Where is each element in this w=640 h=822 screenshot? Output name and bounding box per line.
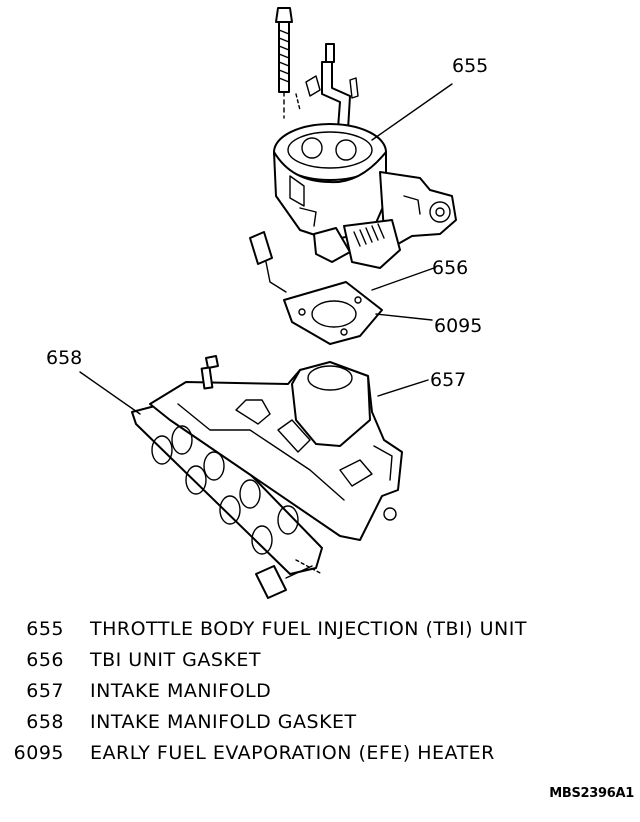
callout-657: 657 <box>430 369 466 391</box>
part-number: 6095 <box>13 742 64 764</box>
legend-row: 656 TBI UNIT GASKET <box>0 649 640 680</box>
efe-heater-connector <box>249 231 287 293</box>
part-number: 658 <box>26 711 64 733</box>
tbi-mounting-bolt <box>275 7 293 119</box>
callout-656: 656 <box>432 257 468 279</box>
leader-lines <box>79 83 453 415</box>
parts-legend: 655 THROTTLE BODY FUEL INJECTION (TBI) U… <box>0 618 640 773</box>
legend-row: 6095 EARLY FUEL EVAPORATION (EFE) HEATER <box>0 742 640 773</box>
exploded-parts-diagram: 655 656 6095 657 658 <box>46 7 488 599</box>
intake-manifold <box>149 361 403 541</box>
legend-row: 658 INTAKE MANIFOLD GASKET <box>0 711 640 742</box>
part-description: INTAKE MANIFOLD <box>90 680 272 702</box>
legend-row: 655 THROTTLE BODY FUEL INJECTION (TBI) U… <box>0 618 640 649</box>
callout-658: 658 <box>46 347 82 369</box>
throttle-bracket <box>295 43 359 131</box>
part-description: THROTTLE BODY FUEL INJECTION (TBI) UNIT <box>90 618 527 640</box>
part-description: INTAKE MANIFOLD GASKET <box>90 711 357 733</box>
manifold-stud <box>255 559 323 599</box>
part-description: TBI UNIT GASKET <box>90 649 262 671</box>
legend-row: 657 INTAKE MANIFOLD <box>0 680 640 711</box>
part-number: 657 <box>26 680 64 702</box>
callout-655: 655 <box>452 55 488 77</box>
tbi-unit-gasket <box>283 281 383 345</box>
manifold-bolt <box>200 355 219 390</box>
part-number: 656 <box>26 649 64 671</box>
callout-6095: 6095 <box>434 315 482 337</box>
part-description: EARLY FUEL EVAPORATION (EFE) HEATER <box>90 742 495 764</box>
reference-code: MBS2396A1 <box>549 786 634 801</box>
part-number: 655 <box>26 618 64 640</box>
tbi-unit <box>273 123 457 269</box>
